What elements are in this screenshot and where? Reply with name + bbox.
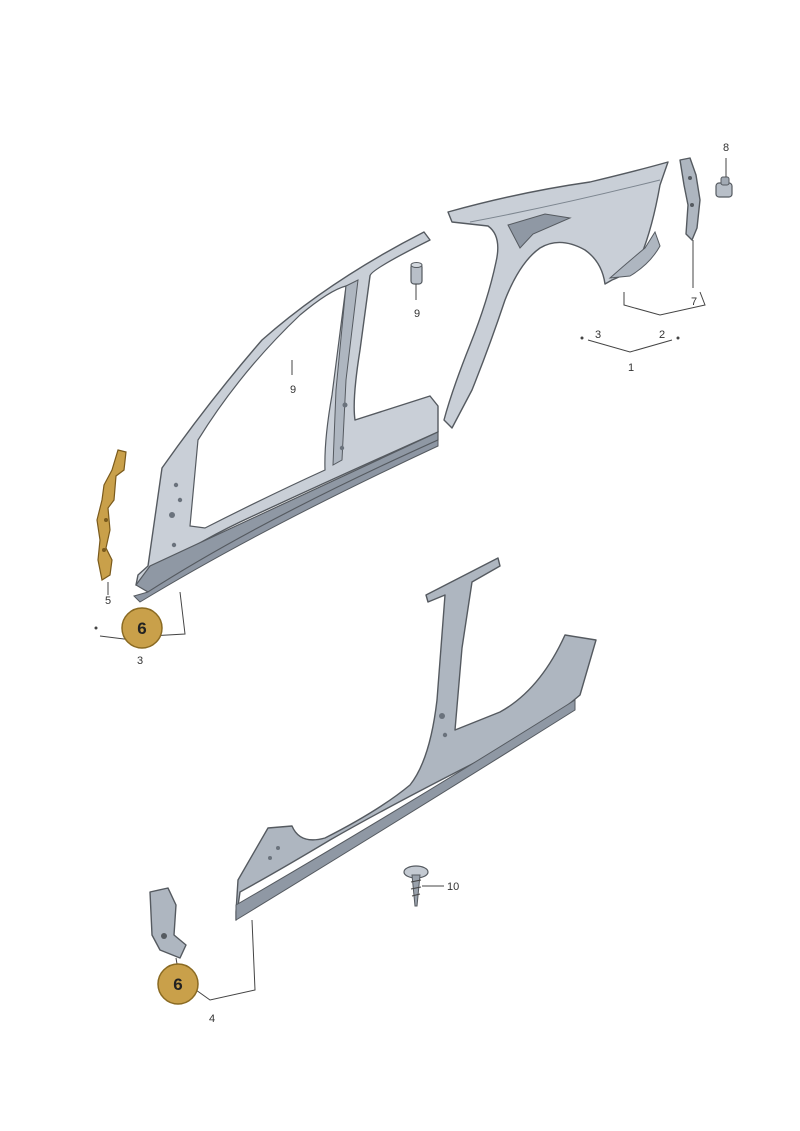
- callout-9-top: 9: [414, 308, 420, 320]
- callout-2: 2: [659, 329, 665, 341]
- rear-bracket: [679, 157, 701, 241]
- frame-hole: [169, 512, 175, 518]
- leader-2: [623, 291, 706, 316]
- screw-shank: [411, 874, 421, 907]
- rear-quarter-window: [507, 213, 572, 249]
- leader-dot: [580, 336, 584, 340]
- rear-quarter-crease: [469, 179, 661, 223]
- callout-8: 8: [723, 142, 729, 154]
- sill-hole: [439, 713, 445, 719]
- badge-label: 6: [137, 619, 146, 638]
- frame-hole: [342, 402, 348, 408]
- side-sill-bottom-edge: [133, 439, 439, 603]
- leader-4: [195, 919, 256, 1001]
- badge-circle: [121, 607, 163, 649]
- badge-6-top: 6: [121, 607, 163, 649]
- clip-nut-top: [720, 176, 730, 186]
- a-pillar-reinforcement-body: [96, 449, 127, 581]
- reinforcement-hole: [102, 548, 106, 552]
- callout-9-mid: 9: [290, 384, 296, 396]
- clip-nut: [715, 176, 733, 198]
- sill-hole: [268, 856, 272, 860]
- bracket-hole: [690, 203, 694, 207]
- outer-sill-lower-strip: [235, 699, 576, 921]
- sill-bracket-body: [149, 887, 187, 959]
- frame-hole: [339, 445, 345, 451]
- leader-1: [587, 339, 673, 353]
- rear-bracket-body: [679, 157, 701, 241]
- rear-quarter-panel: [443, 161, 669, 429]
- outer-sill-panel: [235, 557, 597, 921]
- badge-label: 6: [173, 975, 182, 994]
- plug-upper: [410, 262, 423, 285]
- callout-7: 7: [691, 296, 697, 308]
- leader-dot: [676, 336, 680, 340]
- frame-hole: [177, 497, 183, 503]
- screw: [403, 865, 429, 907]
- frame-hole: [173, 482, 179, 488]
- callout-4: 4: [209, 1013, 215, 1025]
- door-opening-front: [189, 285, 347, 529]
- rear-quarter-panel-body: [443, 161, 669, 429]
- sill-hole: [442, 732, 448, 738]
- door-opening-rear-strip: [332, 279, 359, 466]
- bracket-hole: [688, 176, 692, 180]
- rear-wheel-arch-inner: [608, 230, 661, 279]
- reinforcement-hole: [104, 518, 108, 522]
- badge-circle: [157, 963, 199, 1005]
- sill-hole: [276, 846, 280, 850]
- frame-hole: [171, 542, 177, 548]
- callout-10: 10: [447, 881, 459, 893]
- sill-bracket: [149, 887, 187, 959]
- a-pillar-reinforcement: [96, 449, 127, 581]
- badge-6-bottom: 6: [157, 963, 199, 1005]
- callout-5: 5: [105, 595, 111, 607]
- side-frame-panel: [133, 231, 439, 603]
- callout-3-bottom: 3: [137, 655, 143, 667]
- sill-bracket-hole: [161, 933, 167, 939]
- callout-3-top: 3: [595, 329, 601, 341]
- callout-1: 1: [628, 362, 634, 374]
- screw-thread: [410, 879, 422, 897]
- leader-dot: [94, 626, 98, 630]
- plug-upper-cap: [410, 262, 423, 268]
- outer-sill-body: [235, 557, 597, 921]
